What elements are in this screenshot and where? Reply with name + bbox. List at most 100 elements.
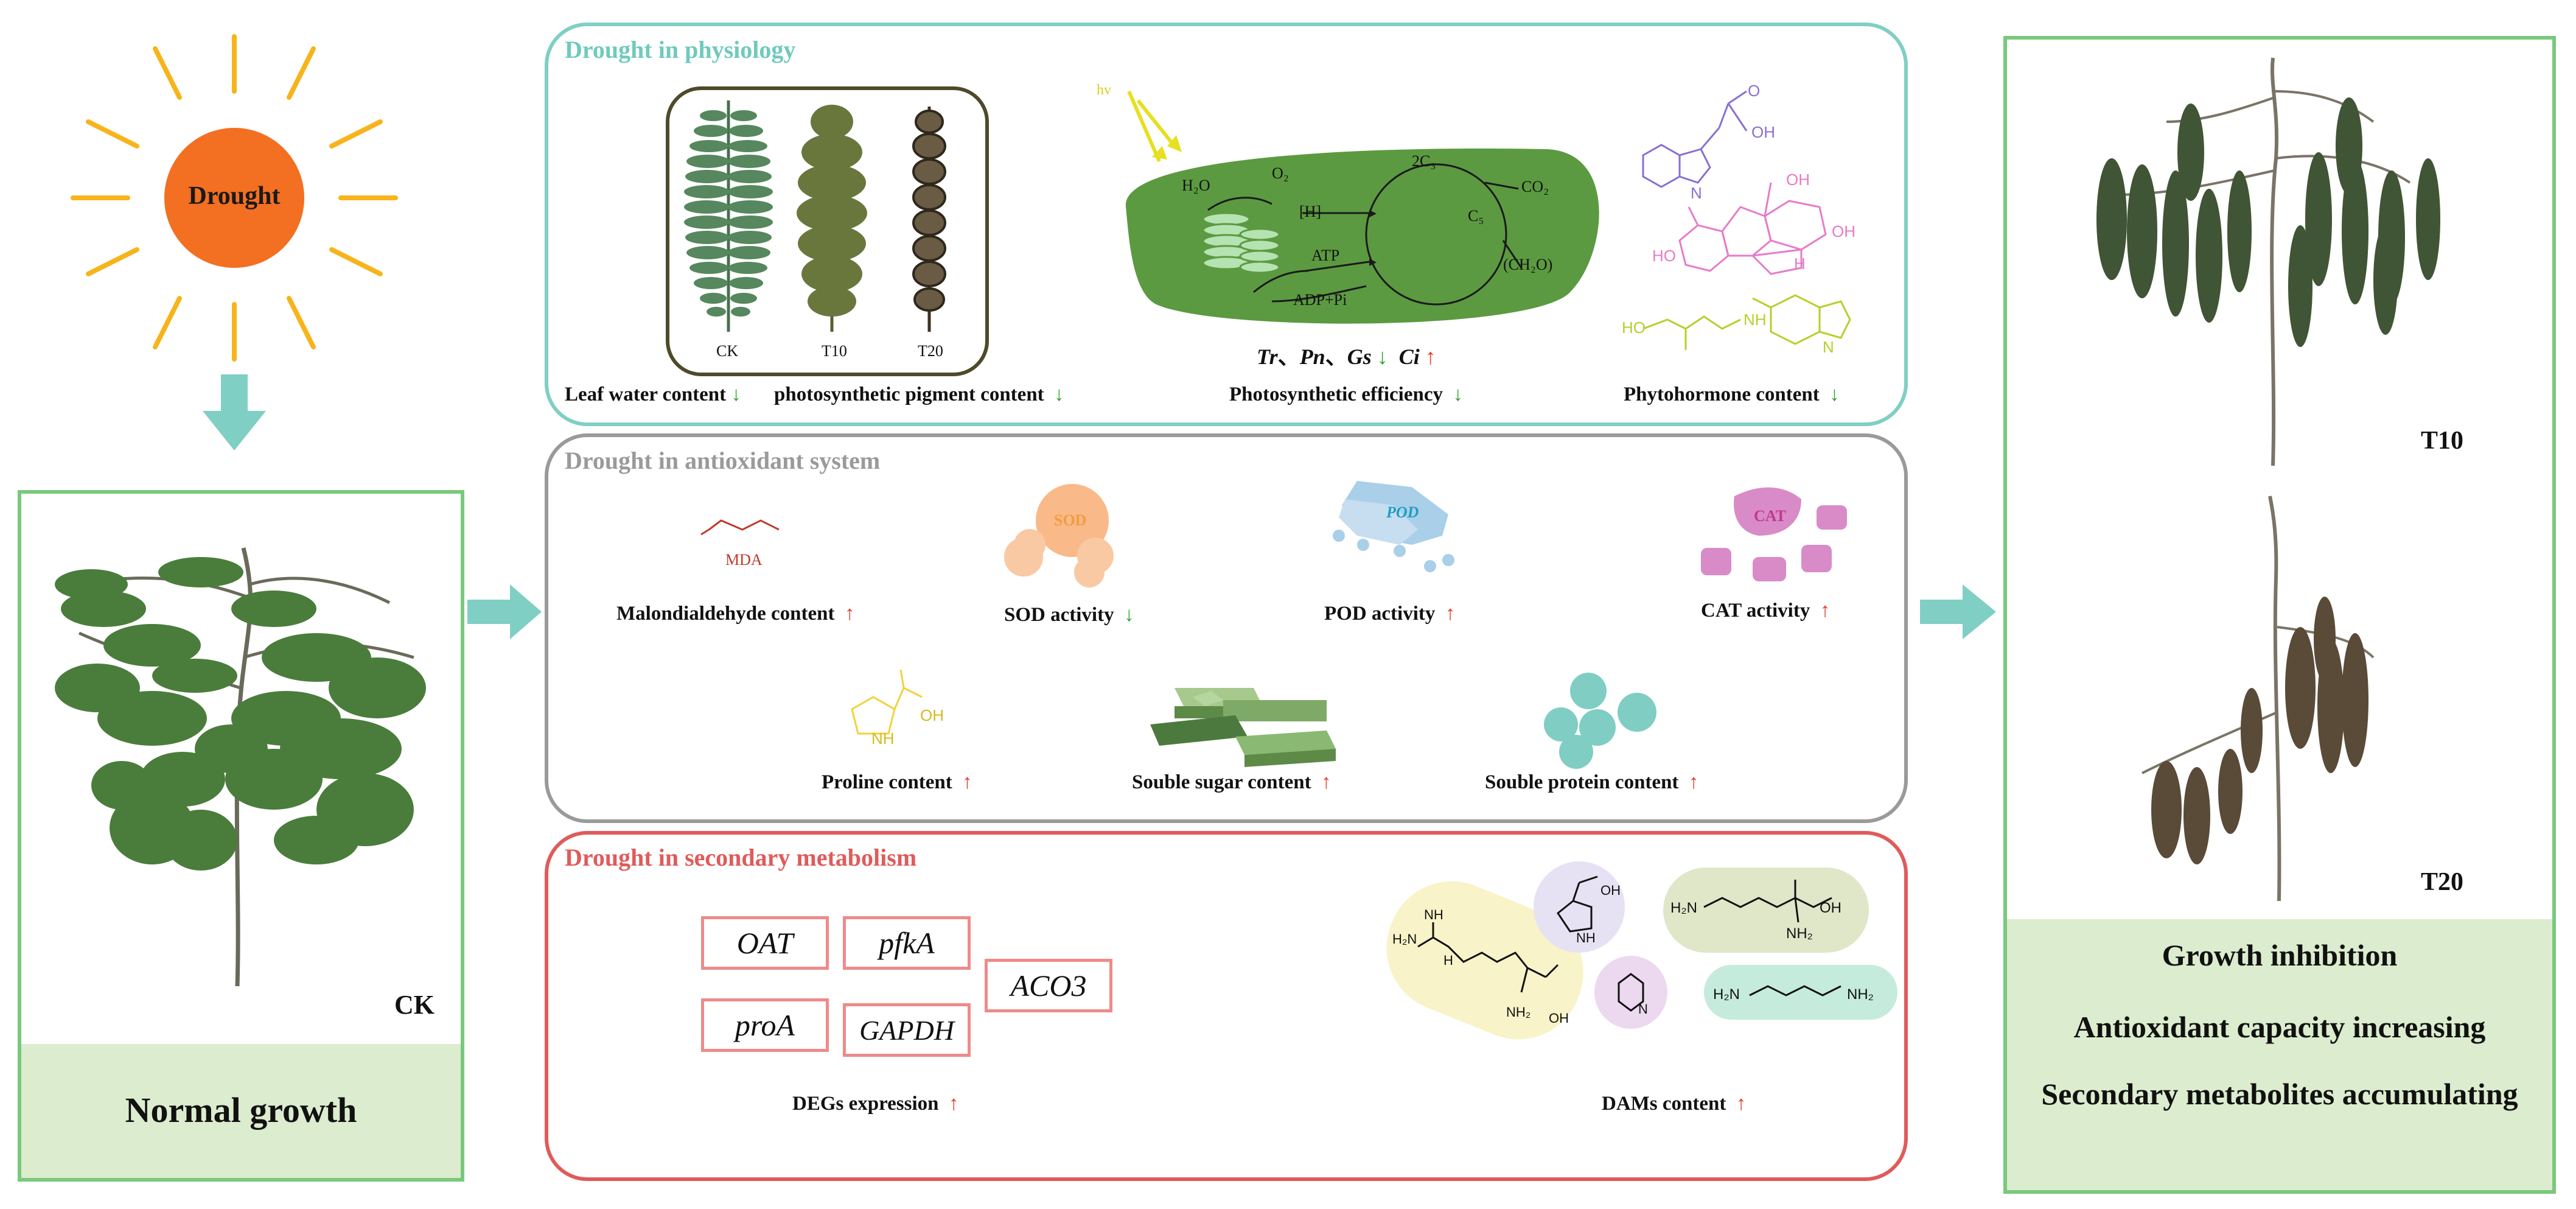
arg-oh-label: OH: [1549, 1011, 1569, 1026]
iaa-n-label: N: [1691, 184, 1702, 202]
c5-label: C₅: [1468, 207, 1484, 225]
gene-proa: proA: [701, 998, 829, 1052]
proline-structure: [851, 669, 923, 735]
down-arrow-icon: ↓: [1377, 345, 1388, 369]
soluble-sugar-label: Souble sugar content: [1132, 771, 1311, 793]
up-arrow-icon: ↑: [1688, 771, 1699, 793]
pod-icon: [1333, 481, 1454, 572]
cad-nh2-label: NH₂: [1847, 986, 1874, 1003]
t10-plant-image: [2096, 57, 2440, 466]
dams-label: DAMs content: [1602, 1093, 1726, 1115]
phytohormone-content: Phytohormone content ↓: [1624, 384, 1840, 406]
arg-nh2-label: NH₂: [1506, 1004, 1531, 1020]
drought-label: Drought: [188, 182, 281, 210]
iaa-oh-label: OH: [1751, 123, 1775, 141]
zeatin-n-label: N: [1823, 338, 1834, 356]
ck-leaf-label: CK: [716, 342, 739, 360]
secondary-panel: [545, 831, 1908, 1181]
zeatin-ho-label: HO: [1622, 318, 1646, 337]
2c3-label: 2C₃: [1412, 152, 1436, 170]
pro-oh-label: OH: [1600, 883, 1621, 898]
sep-2: 、: [1325, 345, 1347, 369]
pigment-label: photosynthetic pigment content: [774, 384, 1044, 405]
sod-activity: SOD activity ↓: [1004, 604, 1134, 626]
mda-content: Malondialdehyde content ↑: [616, 603, 854, 625]
lys-h2n-label: H₂N: [1670, 900, 1697, 916]
proline-content-label: Proline content: [822, 771, 952, 793]
down-arrow-icon: ↓: [1054, 384, 1064, 405]
lysine-structure: [1663, 867, 1869, 953]
normal-growth-caption: Normal growth: [125, 1090, 357, 1130]
proline-nh-label: NH: [871, 729, 895, 748]
t10-leaf-image: [797, 105, 867, 332]
cat-activity: CAT activity ↑: [1701, 600, 1830, 622]
proline-oh-label: OH: [920, 706, 944, 724]
arg-hn-label: H₂N: [1392, 931, 1417, 947]
co2-label: CO₂: [1521, 178, 1549, 195]
sod-icon: [1004, 484, 1114, 587]
leaf-water-label: Leaf water content: [565, 384, 727, 405]
antioxidant-panel: [545, 433, 1908, 823]
degs-label: DEGs expression: [792, 1093, 939, 1115]
efficiency-label: Photosynthetic efficiency: [1229, 384, 1443, 405]
right-arrow-icon: [1920, 584, 1996, 639]
photosynthetic-params: Tr、Pn、Gs ↓ Ci ↑: [1257, 339, 1436, 371]
arg-nh-label: NH: [1424, 907, 1443, 922]
up-arrow-icon: ↑: [1736, 1093, 1747, 1115]
lys-oh-label: OH: [1820, 900, 1841, 916]
h-label: [H]: [1299, 203, 1322, 220]
sod-activity-label: SOD activity: [1004, 604, 1114, 626]
t10-leaf-label: T10: [822, 342, 847, 360]
ga-oh-label: OH: [1786, 170, 1810, 189]
gs-label: Gs: [1347, 345, 1372, 369]
down-arrow-icon: [203, 374, 266, 450]
soluble-sugar-content: Souble sugar content ↑: [1132, 771, 1332, 794]
gibberellin-structure: [1678, 182, 1827, 275]
pod-activity: POD activity ↑: [1324, 603, 1455, 625]
result-secondary-metabolites: Secondary metabolites accumulating: [2041, 1077, 2518, 1111]
physiology-panel: [545, 23, 1908, 426]
cadaverine-structure: [1704, 965, 1897, 1020]
down-arrow-icon: ↓: [1829, 384, 1840, 405]
ga-ho-label: HO: [1652, 247, 1676, 265]
gene-gapdh: GAPDH: [843, 1003, 971, 1057]
pip-n-label: N: [1638, 1001, 1648, 1017]
ch2o-label: (CH₂O): [1503, 256, 1553, 273]
ga-h-label: H: [1794, 254, 1806, 273]
physiology-title: Drought in physiology: [565, 36, 796, 63]
mda-label: MDA: [725, 551, 763, 569]
chloroplast-diagram: [1125, 90, 1599, 324]
zeatin-structure: [1642, 294, 1851, 350]
result-growth-inhibition: Growth inhibition: [2162, 938, 2398, 972]
leaf-water-content: Leaf water content ↓: [565, 384, 741, 406]
down-arrow-icon: ↓: [731, 384, 741, 405]
tr-label: Tr: [1257, 345, 1278, 369]
up-arrow-icon: ↑: [1820, 600, 1831, 622]
result-antioxidant: Antioxidant capacity increasing: [2073, 1010, 2486, 1044]
iaa-o-label: O: [1748, 82, 1761, 100]
gene-pfka: pfkA: [843, 916, 971, 970]
sun-icon: [71, 34, 398, 362]
pigment-content: photosynthetic pigment content ↓: [774, 384, 1064, 406]
mda-content-label: Malondialdehyde content: [616, 603, 835, 625]
gene-oat: OAT: [701, 916, 829, 970]
zeatin-nh-label: NH: [1744, 310, 1767, 329]
secondary-title: Drought in secondary metabolism: [565, 844, 917, 871]
down-arrow-icon: ↓: [1453, 384, 1464, 405]
pn-label: Pn: [1299, 345, 1325, 369]
h2o-label: H₂O: [1182, 177, 1210, 194]
hv-label: hv: [1097, 82, 1111, 98]
sep-1: 、: [1277, 345, 1300, 369]
adp-label: ADP+Pi: [1293, 291, 1347, 309]
t20-leaf-label: T20: [918, 342, 943, 360]
soluble-protein-content: Souble protein content ↑: [1485, 771, 1698, 794]
pod-activity-label: POD activity: [1324, 603, 1436, 625]
piperideine-structure: [1594, 956, 1667, 1029]
arg-h-label: H: [1443, 953, 1453, 968]
t10-stage-label: T10: [2421, 427, 2464, 455]
photosynthetic-efficiency: Photosynthetic efficiency ↓: [1229, 384, 1463, 406]
soluble-protein-label: Souble protein content: [1485, 771, 1679, 793]
cat-icon-label: CAT: [1754, 507, 1786, 525]
ck-stage-label: CK: [394, 990, 435, 1020]
